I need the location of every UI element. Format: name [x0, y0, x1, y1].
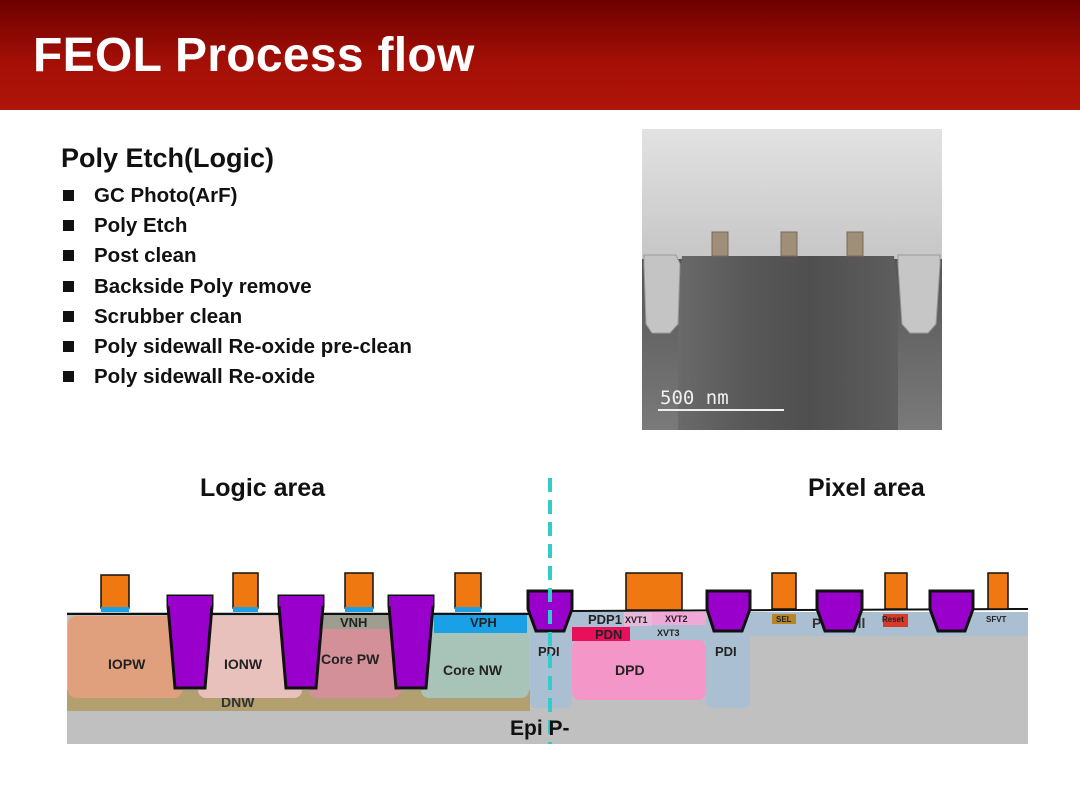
sti-trench — [277, 594, 325, 690]
sel-gate — [771, 572, 797, 610]
transfer-gate — [625, 572, 683, 611]
pdp1-label: PDP1 — [588, 612, 622, 627]
epi-p-label: Epi P- — [510, 717, 570, 740]
process-step-list: GC Photo(ArF) Poly Etch Post clean Backs… — [61, 184, 412, 395]
vnh-implant — [316, 615, 397, 629]
vnh-label: VNH — [340, 615, 367, 630]
page-title: FEOL Process flow — [33, 29, 475, 82]
bullet-square-icon — [63, 280, 74, 292]
pdn-label: PDN — [595, 627, 622, 642]
sti-trench — [705, 589, 752, 633]
pdn-implant — [572, 627, 630, 641]
device-cross-section: DNW IOPW IONW VNH Core PW VPH Core NW PD… — [67, 478, 1029, 744]
core-nw-region — [421, 616, 529, 698]
pixel-area-label: Pixel area — [808, 474, 925, 502]
reset-label: Reset — [882, 615, 904, 624]
sfvt-gate — [987, 572, 1009, 610]
poly-gate — [454, 572, 482, 612]
process-step: GC Photo(ArF) — [61, 184, 412, 214]
pdi-right-label: PDI — [715, 644, 737, 659]
scale-bar-label: 500 nm — [660, 387, 729, 409]
logic-area-label: Logic area — [200, 474, 326, 502]
xvt1-implant — [624, 612, 652, 626]
bullet-square-icon — [63, 371, 74, 383]
xvt3-label: XVT3 — [657, 628, 680, 638]
poly-gate — [232, 572, 259, 612]
process-step: Poly sidewall Re-oxide pre-clean — [61, 335, 412, 365]
process-step-label: Poly Etch — [94, 214, 188, 238]
process-step: Scrubber clean — [61, 305, 412, 335]
deep-nwell-region — [67, 690, 530, 711]
ionw-region — [198, 616, 302, 698]
vph-implant — [434, 613, 527, 633]
bullet-square-icon — [63, 310, 74, 322]
sel-implant — [772, 614, 796, 624]
pdi-left-label: PDI — [538, 644, 560, 659]
iopw-label: IOPW — [108, 656, 146, 672]
sem-micrograph: 500 nm — [642, 129, 942, 430]
reset-gate — [884, 572, 908, 610]
poly-gate — [344, 572, 374, 612]
sti-trench — [387, 594, 435, 690]
sti-trench — [928, 589, 975, 633]
process-step-label: Poly sidewall Re-oxide pre-clean — [94, 334, 412, 358]
poly-gate — [100, 574, 130, 612]
sel-label: SEL — [776, 615, 792, 624]
vph-label: VPH — [470, 615, 497, 630]
process-step-label: Scrubber clean — [94, 304, 243, 328]
sti-trench — [815, 589, 864, 633]
process-step: Post clean — [61, 244, 412, 274]
reset-implant — [883, 614, 908, 627]
process-step: Poly sidewall Re-oxide — [61, 365, 412, 395]
bullet-square-icon — [63, 220, 74, 232]
ionw-label: IONW — [224, 656, 263, 672]
xvt2-label: XVT2 — [665, 614, 688, 624]
section-title: Poly Etch(Logic) — [61, 143, 275, 173]
process-step-label: Poly sidewall Re-oxide — [94, 365, 316, 389]
bullet-square-icon — [63, 340, 74, 352]
sfvt-label: SFVT — [986, 615, 1007, 624]
process-step-label: GC Photo(ArF) — [94, 184, 238, 207]
bullet-square-icon — [63, 250, 74, 262]
process-step: Backside Poly remove — [61, 275, 412, 305]
xvt1-label: XVT1 — [625, 615, 648, 625]
process-step: Poly Etch — [61, 214, 412, 244]
iopw-region — [68, 616, 182, 698]
bullet-square-icon — [63, 190, 74, 201]
core-nw-label: Core NW — [443, 662, 503, 678]
title-bar: FEOL Process flow — [0, 0, 1080, 110]
dpd-label: DPD — [615, 662, 645, 678]
core-pw-region — [309, 616, 401, 698]
dpd-region — [572, 640, 706, 700]
process-step-label: Post clean — [94, 244, 197, 268]
process-step-label: Backside Poly remove — [94, 274, 312, 298]
pdi-right-region — [706, 616, 750, 708]
core-pw-label: Core PW — [321, 651, 380, 667]
sti-trench — [166, 594, 214, 690]
xvt2-implant — [652, 612, 706, 625]
